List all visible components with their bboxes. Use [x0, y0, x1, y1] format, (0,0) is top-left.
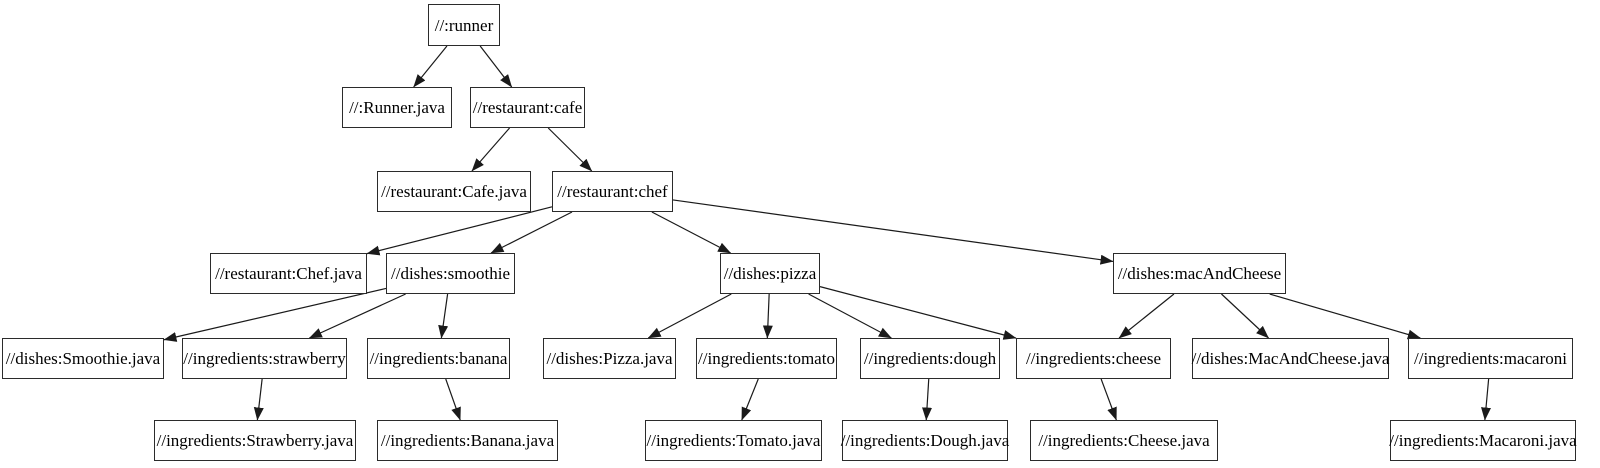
graph-node-label: //restaurant:Chef.java — [215, 264, 362, 283]
graph-node-banana-java: //ingredients:Banana.java — [377, 420, 558, 461]
graph-node-chef-java: //restaurant:Chef.java — [210, 253, 367, 294]
graph-node-label: //dishes:MacAndCheese.java — [1191, 349, 1390, 368]
graph-edge-mac-and-cheese-to-cheese — [1118, 293, 1175, 339]
graph-node-smoothie-java: //dishes:Smoothie.java — [2, 338, 164, 379]
graph-node-chef: //restaurant:chef — [552, 171, 673, 212]
graph-node-macaroni: //ingredients:macaroni — [1408, 338, 1573, 379]
graph-node-mac-and-cheese-java: //dishes:MacAndCheese.java — [1192, 338, 1389, 379]
graph-node-macaroni-java: //ingredients:Macaroni.java — [1389, 420, 1577, 461]
graph-node-label: //ingredients:banana — [369, 349, 508, 368]
graph-node-cafe-java: //restaurant:Cafe.java — [377, 171, 531, 212]
graph-node-label: //restaurant:cafe — [472, 98, 583, 117]
graph-node-strawberry: //ingredients:strawberry — [182, 338, 347, 379]
graph-edge-cafe-to-cafe-java — [471, 127, 511, 172]
graph-node-label: //ingredients:Tomato.java — [646, 431, 821, 450]
graph-node-label: //ingredients:macaroni — [1414, 349, 1567, 368]
graph-node-label: //ingredients:tomato — [698, 349, 835, 368]
graph-edge-chef-to-mac-and-cheese — [672, 199, 1114, 265]
graph-node-pizza-java: //dishes:Pizza.java — [543, 338, 676, 379]
graph-node-label: //ingredients:Macaroni.java — [1389, 431, 1577, 450]
graph-edge-pizza-to-pizza-java — [647, 293, 732, 339]
graph-node-tomato: //ingredients:tomato — [696, 338, 837, 379]
graph-edge-mac-and-cheese-to-macaroni — [1269, 293, 1421, 340]
graph-node-runner: //:runner — [428, 4, 500, 46]
graph-node-label: //restaurant:chef — [557, 182, 668, 201]
graph-edge-strawberry-to-strawberry-java — [253, 378, 264, 421]
graph-edge-runner-to-cafe — [479, 45, 513, 88]
graph-edge-chef-to-chef-java — [366, 206, 553, 256]
graph-edge-smoothie-to-strawberry — [308, 293, 406, 339]
graph-node-banana: //ingredients:banana — [367, 338, 510, 379]
graph-node-strawberry-java: //ingredients:Strawberry.java — [154, 420, 356, 461]
graph-node-dough-java: //ingredients:Dough.java — [840, 420, 1010, 461]
graph-edge-banana-to-banana-java — [445, 378, 461, 421]
graph-node-smoothie: //dishes:smoothie — [386, 253, 515, 294]
graph-edge-chef-to-smoothie — [490, 211, 573, 254]
graph-edge-pizza-to-dough — [808, 293, 892, 339]
graph-node-label: //:Runner.java — [349, 98, 445, 117]
graph-node-label: //dishes:macAndCheese — [1117, 264, 1282, 283]
graph-edge-mac-and-cheese-to-mac-and-cheese-java — [1221, 293, 1269, 339]
graph-edge-smoothie-to-banana — [438, 293, 449, 339]
graph-edge-pizza-to-cheese — [819, 286, 1017, 340]
graph-node-dough: //ingredients:dough — [860, 338, 1000, 379]
graph-node-label: //ingredients:strawberry — [183, 349, 346, 368]
graph-node-label: //ingredients:cheese — [1025, 349, 1161, 368]
graph-node-label: //ingredients:Strawberry.java — [156, 431, 354, 450]
graph-node-label: //restaurant:Cafe.java — [381, 182, 527, 201]
graph-node-runner-java: //:Runner.java — [342, 87, 452, 128]
graph-node-label: //dishes:Smoothie.java — [5, 349, 161, 368]
graph-node-pizza: //dishes:pizza — [720, 253, 820, 294]
graph-node-label: //ingredients:Dough.java — [840, 431, 1010, 450]
graph-node-label: //ingredients:Cheese.java — [1038, 431, 1210, 450]
graph-node-tomato-java: //ingredients:Tomato.java — [645, 420, 822, 461]
graph-node-cafe: //restaurant:cafe — [470, 87, 585, 128]
graph-edge-macaroni-to-macaroni-java — [1481, 378, 1491, 421]
graph-node-label: //dishes:Pizza.java — [546, 349, 673, 368]
graph-edge-tomato-to-tomato-java — [741, 378, 759, 421]
graph-node-cheese: //ingredients:cheese — [1016, 338, 1171, 379]
graph-edge-cafe-to-chef — [547, 127, 593, 172]
graph-node-label: //ingredients:Banana.java — [380, 431, 555, 450]
graph-edge-pizza-to-tomato — [762, 293, 773, 339]
graph-node-label: //dishes:smoothie — [391, 264, 510, 283]
graph-node-label: //ingredients:dough — [863, 349, 997, 368]
graph-node-label: //dishes:pizza — [723, 264, 817, 283]
graph-edge-smoothie-to-smoothie-java — [163, 287, 387, 342]
graph-edge-cheese-to-cheese-java — [1100, 378, 1117, 421]
graph-edge-dough-to-dough-java — [922, 378, 933, 421]
graph-node-mac-and-cheese: //dishes:macAndCheese — [1113, 253, 1286, 294]
graph-node-label: //:runner — [434, 15, 494, 35]
graph-edge-chef-to-pizza — [651, 211, 732, 254]
graph-node-cheese-java: //ingredients:Cheese.java — [1030, 420, 1218, 461]
graph-edge-runner-to-runner-java — [413, 45, 448, 88]
